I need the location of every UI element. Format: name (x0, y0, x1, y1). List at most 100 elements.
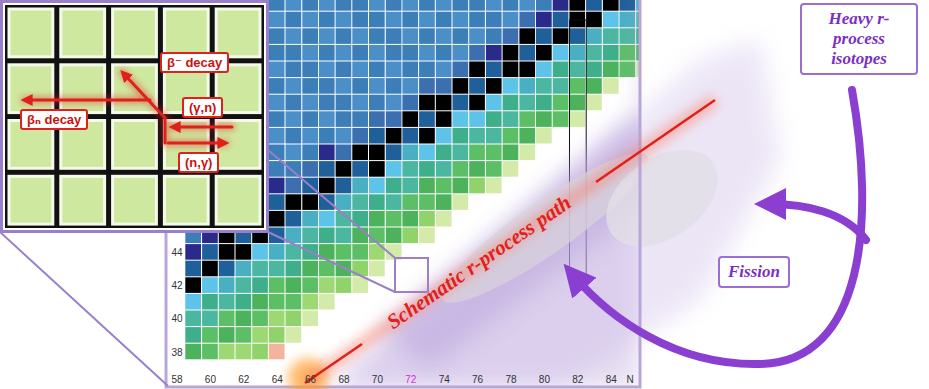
nuclide-cell (486, 45, 502, 61)
axis-tick: 80 (539, 374, 550, 385)
nuclide-cell (402, 62, 418, 78)
reaction-label: (n,γ) (178, 152, 219, 173)
nuclide-cell (236, 344, 252, 360)
nuclide-cell (402, 95, 418, 111)
nuclide-cell (369, 45, 385, 61)
nuclide-cell (286, 294, 302, 310)
nuclide-cell (386, 128, 402, 144)
nuclide-cell (302, 161, 318, 177)
nuclide-cell (319, 45, 335, 61)
nuclide-cell (402, 45, 418, 61)
nuclide-cell (453, 78, 469, 94)
nuclide-cell (620, 45, 636, 61)
nuclide-cell (269, 0, 285, 11)
nuclide-cell (269, 178, 285, 194)
nuclide-cell (519, 12, 535, 28)
nuclide-cell (486, 178, 502, 194)
nuclide-cell (453, 12, 469, 28)
nuclide-cell (352, 128, 368, 144)
nuclide-cell (402, 128, 418, 144)
nuclide-cell (369, 111, 385, 127)
nuclide-cell (469, 111, 485, 127)
chart-frame (166, 0, 640, 387)
nuclide-cell (369, 128, 385, 144)
nuclide-cell (402, 178, 418, 194)
nuclide-cell (469, 95, 485, 111)
nuclide-cell (352, 178, 368, 194)
nuclide-cell (436, 0, 452, 11)
axis-tick: 62 (238, 374, 249, 385)
inset-cell (113, 9, 157, 57)
nuclide-cell (269, 261, 285, 277)
nuclide-cell (553, 12, 569, 28)
nuclide-cell (352, 145, 368, 161)
nuclide-cell (352, 194, 368, 210)
nuclide-cell (185, 311, 201, 327)
nuclide-cell (236, 294, 252, 310)
nuclide-cell (236, 261, 252, 277)
nuclide-cell (586, 28, 602, 44)
nuclide-cell (419, 45, 435, 61)
nuclide-cell (386, 45, 402, 61)
nuclide-cell (536, 95, 552, 111)
nuclide-cell (286, 145, 302, 161)
nuclide-cell (453, 0, 469, 11)
nuclide-cell (402, 28, 418, 44)
nuclide-cell (386, 62, 402, 78)
axis-tick: 74 (439, 374, 450, 385)
inset-cell (61, 65, 105, 113)
nuclide-cell (436, 12, 452, 28)
nuclide-cell (553, 95, 569, 111)
nuclide-cell (286, 277, 302, 293)
nuclide-cell (336, 128, 352, 144)
nuclide-cell (569, 111, 585, 127)
nuclide-cell (369, 194, 385, 210)
inset-cell (9, 9, 53, 57)
nuclide-cell (586, 0, 602, 11)
nuclide-cell (352, 111, 368, 127)
nuclide-cell (620, 28, 636, 44)
nuclide-cell (503, 62, 519, 78)
nuclide-cell (586, 12, 602, 28)
nuclide-cell (519, 0, 535, 11)
nuclide-cell (436, 128, 452, 144)
node-text: βₙ decay (27, 112, 81, 127)
nuclide-cell (202, 277, 218, 293)
nuclide-cell (419, 194, 435, 210)
nuclide-cell (419, 78, 435, 94)
zoom-inset (2, 2, 268, 232)
nuclide-cell (503, 78, 519, 94)
nuclide-cell (185, 244, 201, 260)
nuclide-cell (453, 45, 469, 61)
nuclide-cell (286, 327, 302, 343)
nuclide-cell (453, 178, 469, 194)
nuclide-cell (419, 62, 435, 78)
nuclide-cell (402, 111, 418, 127)
nuclide-cell (252, 294, 268, 310)
nuclide-cell (269, 194, 285, 210)
nuclide-cell (352, 161, 368, 177)
nuclide-cell (219, 344, 235, 360)
nuclide-cell (185, 277, 201, 293)
nuclide-cell (286, 12, 302, 28)
nuclide-cell (302, 145, 318, 161)
nuclide-cell (369, 178, 385, 194)
nuclide-cell (336, 277, 352, 293)
axis-tick: 72 (405, 374, 416, 385)
nuclide-cell (436, 28, 452, 44)
nuclide-cell (519, 145, 535, 161)
nuclide-cell (269, 45, 285, 61)
nuclide-cell (503, 0, 519, 11)
nuclide-cell (620, 62, 636, 78)
inset-cell (113, 176, 157, 224)
nuclide-cell (519, 78, 535, 94)
nuclide-cell (319, 194, 335, 210)
nuclide-cell (352, 62, 368, 78)
nuclide-cell (519, 111, 535, 127)
inset-cell (61, 176, 105, 224)
axis-tick: 76 (472, 374, 483, 385)
nuclide-cell (503, 95, 519, 111)
nuclide-cell (469, 178, 485, 194)
nuclide-cell (402, 161, 418, 177)
